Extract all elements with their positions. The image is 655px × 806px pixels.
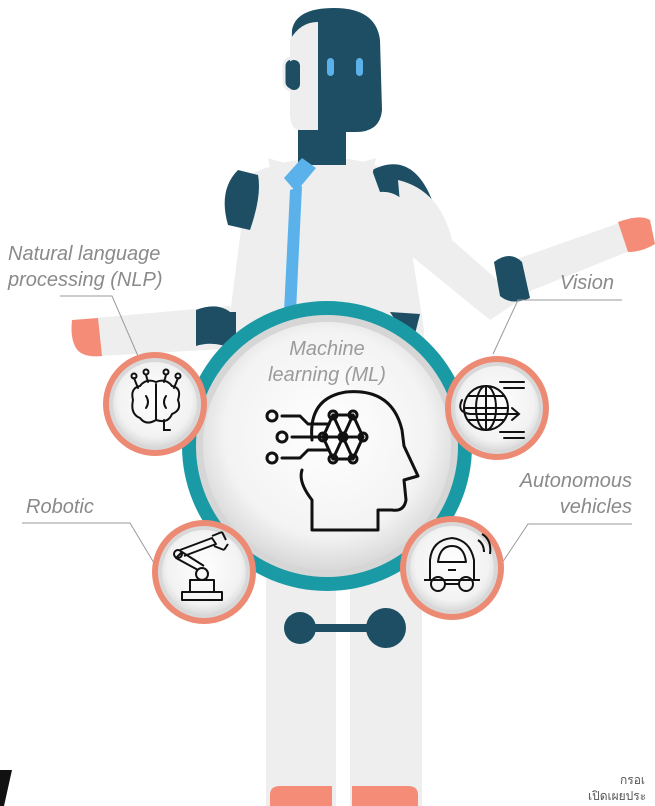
robot-arm-icon bbox=[173, 531, 229, 601]
autonomous-connector bbox=[499, 523, 632, 567]
corner-note-line2: เปิดเผยประ bbox=[588, 789, 647, 803]
robotic-label-line1: Robotic bbox=[26, 496, 94, 518]
nlp-node bbox=[103, 352, 207, 456]
vision-label-line1: Vision bbox=[559, 272, 614, 294]
brain-circuit-icon bbox=[130, 368, 182, 431]
autonomous-label-line1: Autonomous bbox=[519, 470, 632, 492]
nlp-label: Natural language processing (NLP) bbox=[8, 241, 163, 293]
ml-head-icon bbox=[265, 390, 420, 532]
ml-label-line2: learning (ML) bbox=[268, 364, 386, 386]
autonomous-label: Autonomous vehicles bbox=[500, 468, 632, 520]
globe-arrow-icon bbox=[459, 381, 525, 439]
ml-hub bbox=[182, 301, 472, 591]
robot-left-eye bbox=[327, 58, 334, 76]
robot-right-forearm bbox=[500, 222, 632, 300]
robot-left-leg bbox=[266, 570, 336, 806]
robot-right-eye bbox=[356, 58, 363, 76]
robot-tie-knot bbox=[284, 158, 316, 192]
vision-label: Vision bbox=[520, 270, 614, 296]
vision-connector bbox=[492, 299, 622, 355]
robot-tie bbox=[284, 186, 302, 312]
robot-face-plate bbox=[290, 22, 318, 130]
robot-left-hand bbox=[71, 318, 102, 357]
ml-label: Machine learning (ML) bbox=[252, 336, 402, 388]
robotic-node bbox=[152, 520, 256, 624]
autonomous-label-line2: vehicles bbox=[559, 496, 632, 518]
robot-knee-bar bbox=[295, 624, 395, 632]
corner-mark-icon bbox=[0, 770, 12, 806]
nlp-label-line1: Natural language bbox=[8, 243, 161, 265]
autonomous-node bbox=[400, 516, 504, 620]
robot-left-foot bbox=[270, 786, 332, 806]
nlp-label-line2: processing (NLP) bbox=[8, 269, 163, 291]
vision-node bbox=[445, 356, 549, 460]
robot-chest-patch-left bbox=[200, 312, 236, 348]
autonomous-car-icon bbox=[424, 533, 492, 592]
corner-note-line1: กรอเ bbox=[620, 773, 646, 787]
robotic-label: Robotic bbox=[26, 494, 94, 520]
robot-left-upper-arm bbox=[224, 170, 259, 230]
robot-right-foot bbox=[352, 786, 418, 806]
robot-ear-dark bbox=[288, 60, 300, 90]
robot-left-knee bbox=[284, 612, 316, 644]
robot-right-knee bbox=[366, 608, 406, 648]
connector-lines bbox=[22, 295, 632, 574]
robotic-connector bbox=[22, 522, 161, 574]
robot-figure bbox=[71, 8, 655, 806]
robot-right-leg bbox=[350, 570, 422, 806]
robot-right-upper-arm bbox=[398, 180, 520, 320]
nlp-connector bbox=[60, 295, 139, 357]
robot-right-elbow bbox=[494, 256, 530, 302]
robot-right-hand bbox=[618, 217, 655, 252]
corner-note: กรอเ เปิดเผยประ bbox=[588, 772, 646, 804]
ml-label-line1: Machine bbox=[289, 338, 365, 360]
